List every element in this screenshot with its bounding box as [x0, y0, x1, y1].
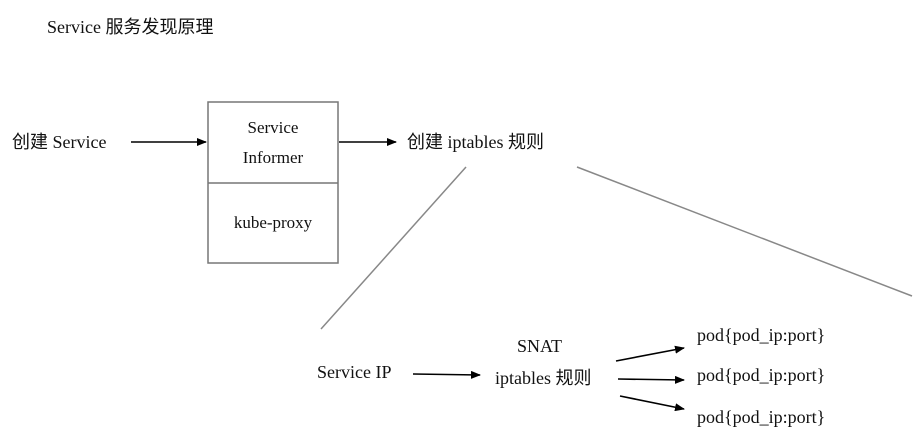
service-informer-section: Service Informer	[208, 102, 338, 183]
arrow-to-pod-2	[617, 375, 685, 384]
arrow-to-snat	[412, 370, 481, 379]
informer-line-2: Informer	[242, 147, 304, 167]
service-ip-label: Service IP	[317, 362, 392, 382]
snat-label: SNAT	[517, 336, 563, 356]
pod-target-3: pod{pod_ip:port}	[697, 407, 826, 427]
zoom-line-right	[576, 166, 913, 297]
kube-proxy-label: kube-proxy	[233, 213, 313, 232]
create-iptables-label: 创建 iptables 规则	[407, 132, 544, 152]
iptables-rule-label: iptables 规则	[495, 368, 592, 388]
pod-target-1: pod{pod_ip:port}	[697, 325, 826, 345]
arrow-to-pod-1	[615, 345, 685, 362]
zoom-line-left	[320, 166, 467, 330]
arrow-to-pod-3	[619, 395, 685, 412]
kube-proxy-section: kube-proxy	[208, 183, 338, 263]
create-service-label: 创建 Service	[12, 132, 107, 152]
informer-line-1: Service	[247, 117, 299, 137]
pod-target-2: pod{pod_ip:port}	[697, 365, 826, 385]
diagram-title: Service 服务发现原理	[47, 17, 214, 37]
